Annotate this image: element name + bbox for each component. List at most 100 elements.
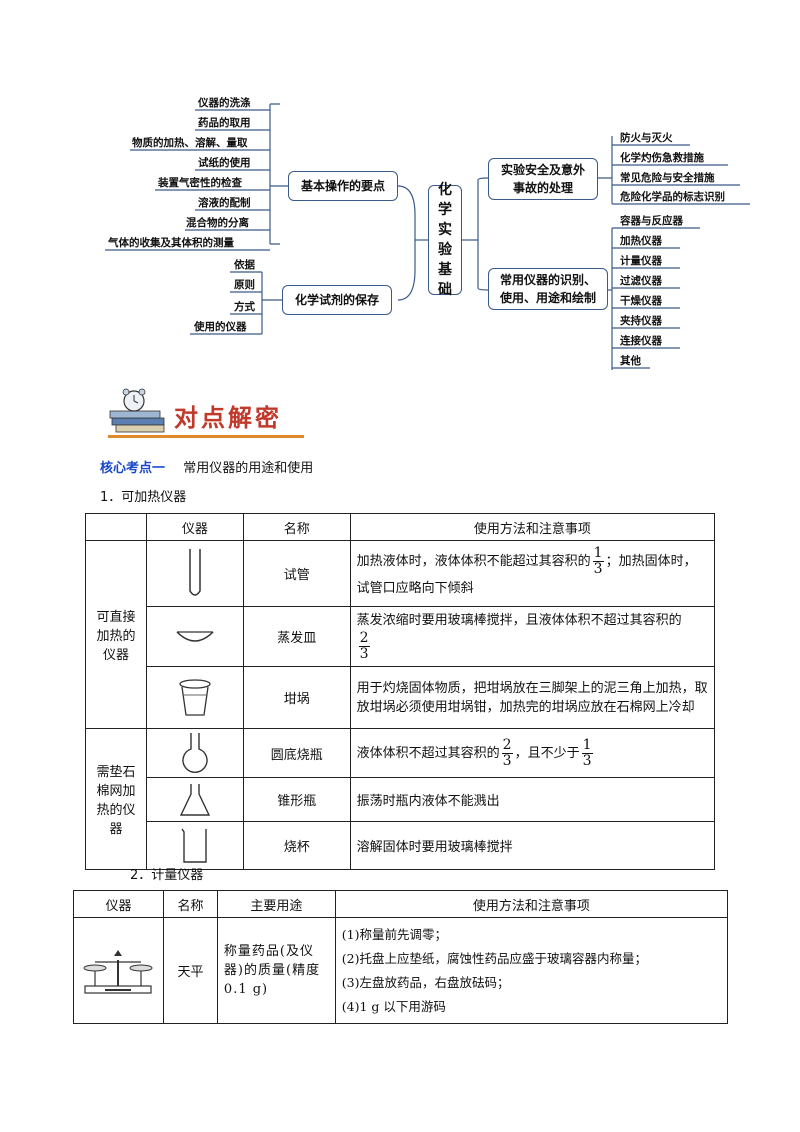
table-header: 仪器 [145,513,244,541]
denominator: 3 [582,752,592,769]
mindmap-item: 原则 [234,279,255,291]
mindmap-item: 使用的仪器 [194,321,247,333]
instrument-image [145,777,244,822]
test-tube-icon [189,548,201,596]
instrument-name: 天平 [162,917,218,1024]
instrument-image [145,606,244,667]
heatable-instruments-table: 仪器 名称 使用方法和注意事项 可直接加热的仪器 试管 加热液体时，液体体积不能… [85,513,716,870]
mindmap-item: 其他 [620,355,641,367]
branch-line: 事故的处理 [512,181,573,195]
instrument-image [145,540,244,607]
center-char: 实 [438,222,452,238]
instrument-image [145,821,244,870]
table-header: 仪器 [73,890,164,918]
table-header: 使用方法和注意事项 [349,513,716,541]
instrument-notes: 用于灼烧固体物质，把坩埚放在三脚架上的泥三角上加热，取放坩埚必须使用坩埚钳，加热… [349,666,716,729]
section1-title: 1．可加热仪器 [100,490,187,505]
group-label: 需垫石棉网加热的仪器 [85,728,147,870]
center-char: 础 [438,282,452,298]
instrument-image [145,666,244,729]
instrument-image [145,728,244,778]
note-text: 蒸发浓缩时要用玻璃棒搅拌，且液体体积不超过其容积的 [356,613,682,628]
note-text: ，且不少于 [514,745,580,761]
banner-underline [108,435,304,438]
mindmap-item: 防火与灭火 [620,132,673,144]
note-line: (3)左盘放药品，右盘放砝码； [341,974,510,990]
instrument-name: 坩埚 [242,666,351,729]
section-banner: 对点解密 [108,388,308,444]
balance-icon [83,949,153,994]
mindmap-item: 药品的取用 [198,117,251,129]
core-point-tag: 核心考点一 [100,461,166,476]
table-header-row: 仪器 名称 使用方法和注意事项 [85,513,716,541]
evaporating-dish-icon [176,630,214,642]
mindmap-item: 方式 [234,301,255,313]
mindmap-item: 干燥仪器 [620,295,662,307]
denominator: 3 [593,561,603,577]
table-row: 锥形瓶 振荡时瓶内液体不能溅出 [86,777,716,822]
mindmap-item: 依据 [234,259,255,271]
branch-line: 实验安全及意外 [500,163,585,177]
mindmap-item: 夹持仪器 [620,315,662,327]
mindmap-item: 气体的收集及其体积的测量 [108,237,234,249]
alarm-clock-books-icon [109,388,165,433]
core-point-text: 常用仪器的用途和使用 [183,461,314,476]
mindmap-item: 混合物的分离 [186,217,249,229]
mindmap-item: 溶液的配制 [198,197,251,209]
numerator: 1 [592,545,604,562]
conical-flask-icon [179,783,210,816]
mindmap-branch-reagent-storage: 化学试剂的保存 [282,285,392,315]
instrument-notes: 振荡时瓶内液体不能溅出 [349,777,716,822]
mindmap-item: 化学灼伤急救措施 [620,152,704,164]
mindmap-item: 容器与反应器 [620,215,683,227]
center-char: 学 [438,202,452,218]
instrument-image [73,917,164,1024]
instrument-use: 称量药品(及仪器)的质量(精度0.1 g) [216,917,336,1024]
numerator: 2 [501,736,513,754]
core-point-heading: 核心考点一 常用仪器的用途和使用 [100,457,313,476]
note-text: 加热液体时，液体体积不能超过其容积的 [356,554,591,569]
branch-line: 常用仪器的识别、 [499,273,596,287]
section2-title: 2．计量仪器 [130,868,204,883]
branch-line: 使用、用途和绘制 [499,291,596,305]
crucible-icon [179,678,211,716]
mindmap-item: 计量仪器 [620,255,662,267]
table-header: 主要用途 [216,890,336,918]
table-row: 烧杯 溶解固体时要用玻璃棒搅拌 [86,821,716,870]
mindmap-item: 连接仪器 [620,335,662,347]
instrument-name: 锥形瓶 [242,777,351,822]
mindmap-item: 装置气密性的检查 [158,177,242,189]
note-text: 液体体积不超过其容积的 [356,745,500,761]
note-line: (2)托盘上应垫纸，腐蚀性药品应盛于玻璃容器内称量； [341,950,647,966]
table-row: 天平 称量药品(及仪器)的质量(精度0.1 g) (1)称量前先调零； (2)托… [73,917,729,1024]
group-label: 可直接加热的仪器 [85,540,147,729]
mindmap-item: 试纸的使用 [198,157,251,169]
note-line: (4)1 g 以下用游码 [341,998,446,1014]
center-char: 验 [438,242,452,258]
denominator: 3 [359,646,369,662]
beaker-icon [181,828,207,863]
mindmap-item: 危险化学品的标志识别 [620,191,725,203]
instrument-name: 试管 [242,540,351,607]
mindmap-item: 物质的加热、溶解、量取 [132,137,248,149]
mindmap-connectors [105,103,750,370]
note-line: (1)称量前先调零； [341,926,447,942]
note-text: ；加热固体时，试管口应略向下倾斜 [356,554,697,596]
mindmap-item: 过滤仪器 [620,275,662,287]
table-header [85,513,147,541]
instrument-notes: 溶解固体时要用玻璃棒搅拌 [349,821,716,870]
mindmap-item: 仪器的洗涤 [198,97,251,109]
mindmap-center: 化 学 实 验 基 础 [428,182,462,298]
center-char: 化 [438,182,452,198]
numerator: 2 [358,630,370,647]
banner-title: 对点解密 [174,404,282,432]
